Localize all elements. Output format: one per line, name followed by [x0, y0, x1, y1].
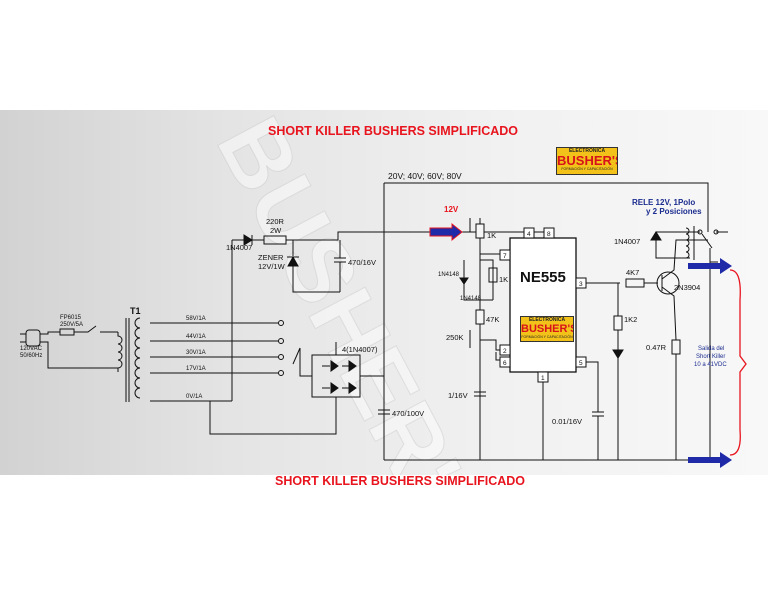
ne555-chip: [509, 237, 577, 373]
pin-7: 7: [503, 253, 507, 260]
led: [612, 349, 624, 359]
diode-1n4007: [243, 234, 253, 246]
ic-label: NE555: [520, 269, 566, 286]
output-probe-negative: [688, 452, 732, 468]
relay-coil: [685, 227, 690, 259]
pin-2: 2: [503, 348, 507, 355]
label-ac: 120VAC: [20, 346, 43, 352]
label-t1: T1: [130, 306, 141, 316]
label-bridge: 4(1N4007): [342, 345, 378, 354]
label-12v: 12V: [444, 205, 459, 214]
fuse: [59, 328, 75, 336]
label-1k-mid: 1K: [499, 275, 508, 284]
logo-top: ELECTRÓNICA BUSHER'S FORMACIÓN Y CAPACIT…: [556, 147, 618, 175]
label-relay-2: y 2 Posiciones: [646, 207, 702, 216]
label-1k2: 1K2: [624, 315, 637, 324]
ac-plug: [25, 329, 41, 347]
pin-6: 6: [503, 360, 507, 367]
label-220r: 220R: [266, 217, 285, 226]
title-top: SHORT KILLER BUSHERS SIMPLIFICADO: [268, 124, 519, 138]
output-probe-positive: [688, 258, 732, 274]
title-bottom: SHORT KILLER BUSHERS SIMPLIFICADO: [275, 474, 526, 488]
label-fuse-2: 250V/5A: [60, 322, 83, 328]
pin-1: 1: [541, 375, 545, 382]
label-out-1: Salida del: [698, 346, 724, 352]
label-1n4148-a: 1N4148: [438, 272, 460, 278]
label-4k7: 4K7: [626, 268, 639, 277]
logo-bottom-line: FORMACIÓN Y CAPACITACIÓN: [561, 167, 613, 171]
label-47k: 47K: [486, 315, 499, 324]
label-001-16v: 0.01/16V: [552, 417, 582, 426]
tap-58v: 58V/1A: [186, 316, 206, 322]
12v-arrow: [429, 222, 463, 242]
pin-8: 8: [547, 231, 551, 238]
transistor-2n3904: [656, 271, 680, 295]
resistor-4k7: [625, 278, 645, 288]
resistor-047r: [671, 339, 681, 355]
watermark: BUSHER'S: [197, 110, 509, 475]
label-relay: RELE 12V, 1Polo: [632, 198, 695, 207]
label-2w: 2W: [270, 226, 282, 235]
logo-chip-top-line: ELECTRÓNICA: [528, 317, 566, 323]
label-2n3904: 2N3904: [674, 283, 700, 292]
label-d-relay: 1N4007: [614, 237, 640, 246]
transformer-secondary: [134, 317, 141, 399]
schematic-sheet: BUSHER'S: [0, 110, 768, 475]
label-supply-rails: 20V; 40V; 60V; 80V: [388, 171, 462, 181]
output-brace: [729, 269, 747, 456]
transformer-primary: [117, 332, 123, 372]
tap-30v: 30V/1A: [186, 350, 206, 356]
label-out-3: 10 a 41VDC: [694, 362, 727, 368]
label-1n4007: 1N4007: [226, 243, 252, 252]
tap-0v: 0V/1A: [186, 394, 202, 400]
logo-brand: BUSHER'S: [557, 153, 618, 168]
label-fuse: FP6015: [60, 315, 82, 321]
label-1-16v: 1/16V: [448, 391, 468, 400]
resistor-47k: [475, 309, 485, 325]
label-1n4148-b: 1N4148: [460, 296, 482, 302]
diode-relay: [650, 231, 662, 241]
label-470-100v: 470/100V: [392, 409, 424, 418]
tap-17v: 17V/1A: [186, 366, 206, 372]
label-zener-2: 12V/1W: [258, 262, 286, 271]
label-470-16v: 470/16V: [348, 258, 376, 267]
label-1k-top: 1K: [487, 231, 496, 240]
tap-44v: 44V/1A: [186, 334, 206, 340]
label-zener: ZENER: [258, 253, 284, 262]
pin-3: 3: [579, 281, 583, 288]
pin-4: 4: [527, 231, 531, 238]
logo-chip-bottom-line: FORMACIÓN Y CAPACITACIÓN: [521, 335, 573, 339]
resistor-1k-top: [475, 223, 485, 239]
logo-top-line: ELECTRÓNICA: [568, 148, 606, 154]
circuit-diagram: BUSHER'S: [20, 110, 747, 475]
logo-chip-brand: BUSHER'S: [521, 323, 574, 335]
logo-chip: ELECTRÓNICA BUSHER'S FORMACIÓN Y CAPACIT…: [520, 316, 574, 342]
label-out-2: Short Killer: [696, 354, 725, 360]
label-047r: 0.47R: [646, 343, 667, 352]
pin-5: 5: [579, 360, 583, 367]
resistor-1k2: [613, 315, 623, 331]
label-250k: 250K: [446, 333, 464, 342]
label-ac-2: 50/60Hz: [20, 353, 42, 359]
